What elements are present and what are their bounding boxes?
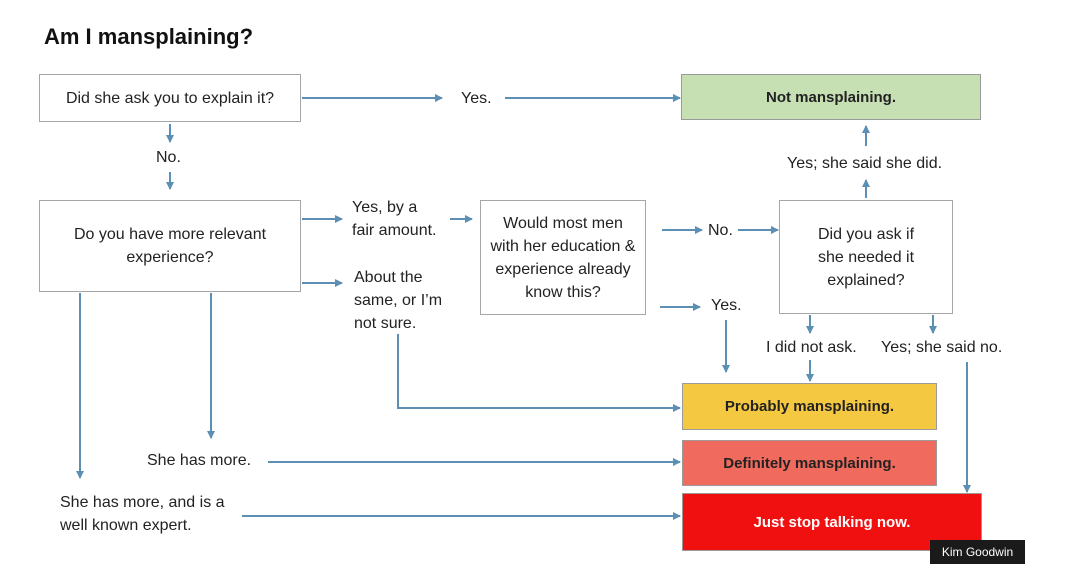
label-yes-top: Yes.: [461, 90, 492, 107]
label-she-has-more-expert: She has more, and is a well known expert…: [60, 494, 225, 534]
label-yes-mid: Yes.: [711, 297, 742, 314]
outcome-stop-talking: Just stop talking now.: [682, 493, 982, 551]
outcome-definitely-mansplaining: Definitely mansplaining.: [682, 440, 937, 486]
label-no-left: No.: [156, 149, 181, 166]
label-yes-she-said-she-did: Yes; she said she did.: [787, 155, 943, 172]
label-no-mid: No.: [708, 222, 733, 239]
question-most-men-box: Would most men with her education & expe…: [480, 200, 646, 315]
arrow-same-to-probably: [397, 334, 681, 412]
question-most-men-text: Would most men with her education & expe…: [490, 214, 636, 301]
label-about-the-same: About the same, or I’m not sure.: [354, 269, 443, 332]
page-title: Am I mansplaining?: [44, 24, 254, 49]
question-asked-box: Did she ask you to explain it?: [39, 74, 301, 122]
label-i-did-not-ask: I did not ask.: [766, 339, 857, 356]
question-did-you-ask-box: Did you ask if she needed it explained?: [779, 200, 953, 314]
outcome-not-mansplaining: Not mansplaining.: [681, 74, 981, 120]
label-yes-she-said-no: Yes; she said no.: [881, 339, 1003, 356]
label-yes-fair-amount: Yes, by a fair amount.: [352, 199, 437, 239]
author-credit-badge: Kim Goodwin: [930, 540, 1025, 564]
outcome-not-mansplaining-text: Not mansplaining.: [765, 88, 896, 106]
outcome-stop-talking-text: Just stop talking now.: [753, 513, 911, 531]
question-did-you-ask-text: Did you ask if she needed it explained?: [817, 225, 915, 289]
question-asked-text: Did she ask you to explain it?: [65, 89, 275, 107]
outcome-probably-mansplaining: Probably mansplaining.: [682, 383, 937, 430]
question-experience-text: Do you have more relevant experience?: [73, 226, 267, 266]
label-she-has-more: She has more.: [147, 452, 252, 469]
outcome-definitely-mansplaining-text: Definitely mansplaining.: [723, 454, 896, 472]
question-experience-box: Do you have more relevant experience?: [39, 200, 301, 292]
outcome-probably-mansplaining-text: Probably mansplaining.: [724, 398, 895, 415]
